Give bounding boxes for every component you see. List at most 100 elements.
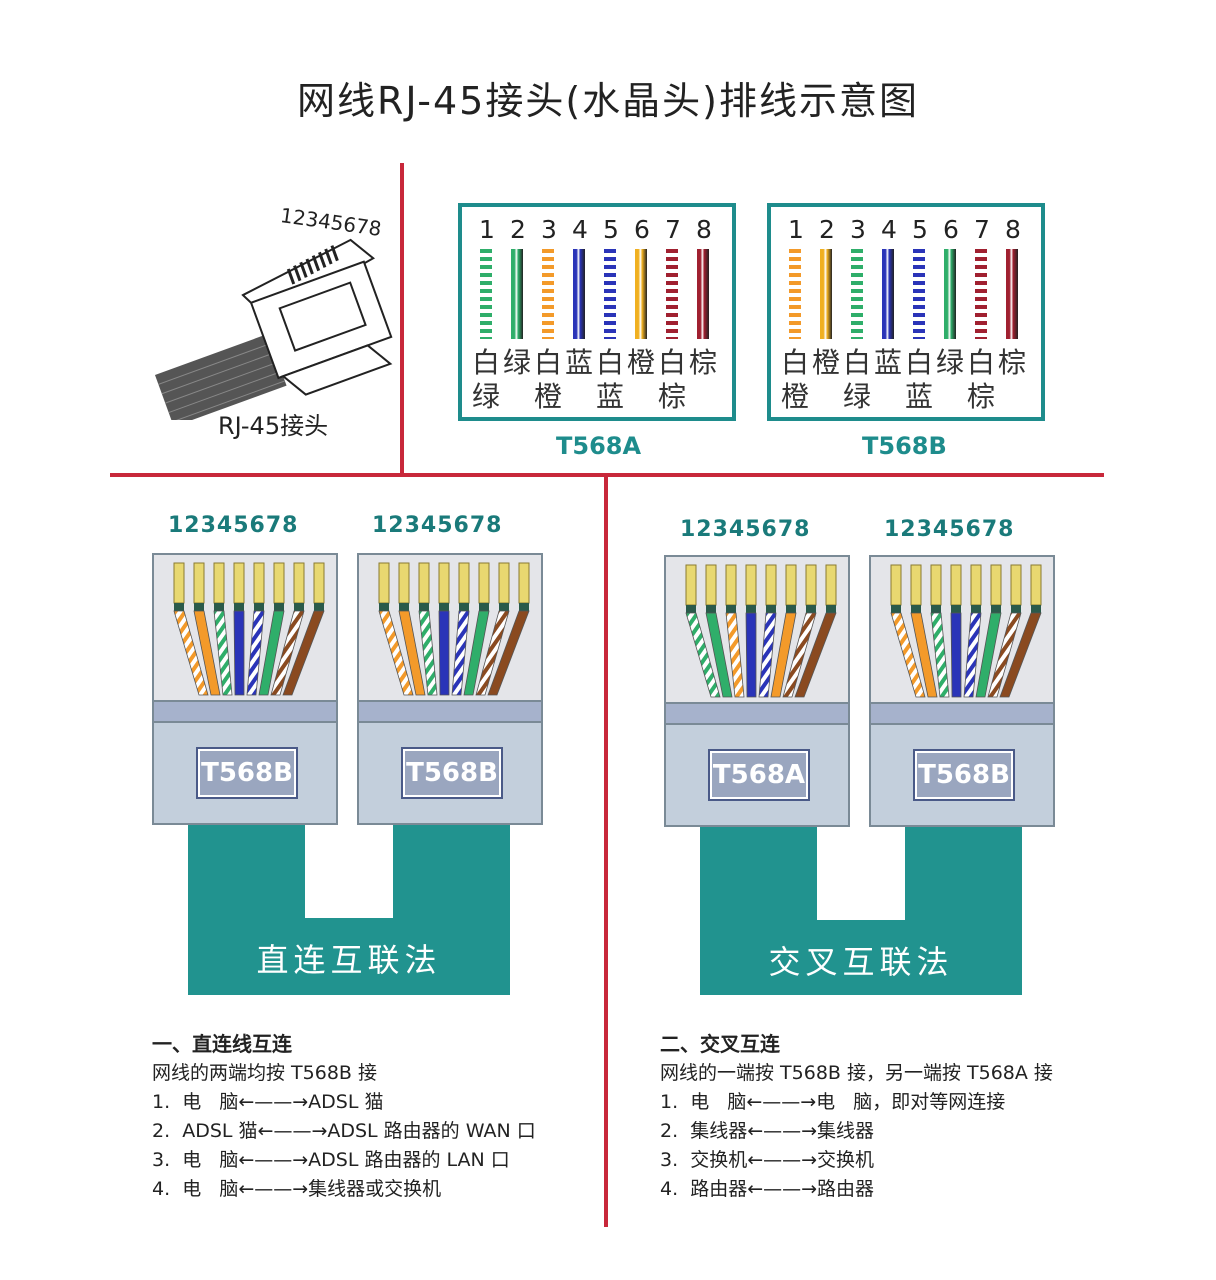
plug-contact-head — [869, 555, 1055, 704]
plug-wire — [463, 610, 490, 696]
gold-contact-icon — [193, 562, 205, 604]
t568b-pin-number: 7 — [974, 215, 990, 244]
list-item: 1. 电 脑←——→电 脑，即对等网连接 — [660, 1091, 1006, 1113]
plug-cross-right: T568B — [869, 555, 1055, 830]
plug-wire — [987, 612, 1022, 698]
t568a-wire — [635, 249, 647, 339]
t568b-pin-number: 4 — [881, 215, 897, 244]
gold-contact-icon — [233, 562, 245, 604]
plug-straight-left: T568B — [152, 553, 338, 828]
gold-contact-icon — [725, 564, 737, 606]
plug-wire — [193, 610, 221, 696]
gold-contact-icon — [805, 564, 817, 606]
notes-straight-heading: 一、直连线互连 — [152, 1032, 292, 1056]
plug-digits-straight-left: 12345678 — [168, 513, 299, 538]
list-item: 2. 集线器←——→集线器 — [660, 1120, 875, 1142]
t568b-pin-number: 1 — [788, 215, 804, 244]
notes-straight-subtitle: 网线的两端均按 T568B 接 — [152, 1062, 377, 1084]
plug-digits-straight-right: 12345678 — [372, 513, 503, 538]
t568a-pin-number: 6 — [634, 215, 650, 244]
t568b-color-label: 蓝 — [874, 346, 903, 379]
gold-contact-icon — [930, 564, 942, 606]
t568a-color-label: 橙 — [627, 346, 656, 379]
gold-contact-icon — [438, 562, 450, 604]
contact-band — [1031, 605, 1041, 613]
gold-contact-icon — [173, 562, 185, 604]
t568b-color-label-secondary: 蓝 — [905, 380, 934, 413]
t568b-color-label: 橙 — [812, 346, 841, 379]
t568b-pin-number: 3 — [850, 215, 866, 244]
gold-contact-icon — [418, 562, 430, 604]
plug-wire — [725, 612, 745, 698]
t568b-pin-number: 2 — [819, 215, 835, 244]
t568b-wire — [789, 249, 801, 339]
divider-vertical-top — [400, 163, 404, 473]
contact-band — [726, 605, 736, 613]
contact-band — [214, 603, 224, 611]
contact-band — [234, 603, 244, 611]
cable-straight-bottom — [188, 918, 510, 995]
gold-contact-icon — [1030, 564, 1042, 606]
plug-digits-cross-right: 12345678 — [884, 517, 1015, 542]
contact-band — [951, 605, 961, 613]
t568a-color-label-secondary: 橙 — [534, 380, 563, 413]
gold-contact-icon — [705, 564, 717, 606]
list-item: 3. 电 脑←——→ADSL 路由器的 LAN 口 — [152, 1149, 510, 1171]
gold-contact-icon — [293, 562, 305, 604]
t568a-color-label: 蓝 — [565, 346, 594, 379]
contact-band — [459, 603, 469, 611]
plug-contact-head — [664, 555, 850, 704]
plug-wire — [258, 610, 285, 696]
t568a-color-label: 绿 — [503, 346, 532, 379]
plug-wire — [950, 612, 962, 698]
plug-wire — [745, 612, 757, 698]
plug-wire — [890, 612, 926, 698]
t568a-color-label-secondary: 绿 — [472, 380, 501, 413]
t568b-wire — [975, 249, 987, 339]
divider-horizontal — [110, 473, 1104, 477]
gold-contact-icon — [458, 562, 470, 604]
contact-band — [686, 605, 696, 613]
plug-wire — [213, 610, 233, 696]
t568a-pin-number: 5 — [603, 215, 619, 244]
t568a-color-label: 白 — [596, 346, 625, 379]
t568b-pin-number: 5 — [912, 215, 928, 244]
t568b-pin-number: 8 — [1005, 215, 1021, 244]
t568a-color-label-secondary: 棕 — [658, 380, 687, 413]
plug-badge-straight-right: T568B — [401, 747, 503, 799]
contact-band — [274, 603, 284, 611]
t568a-pin-number: 2 — [510, 215, 526, 244]
t568a-pin-number: 1 — [479, 215, 495, 244]
connector-label: RJ-45接头 — [218, 412, 329, 440]
plug-wire — [378, 610, 414, 696]
plug-digits-cross-left: 12345678 — [680, 517, 811, 542]
plug-cross-left: T568A — [664, 555, 850, 830]
plug-wire — [270, 610, 305, 696]
gold-contact-icon — [518, 562, 530, 604]
plug-collar — [869, 702, 1055, 726]
plug-wire — [418, 610, 438, 696]
gold-contact-icon — [378, 562, 390, 604]
plug-contact-head — [152, 553, 338, 702]
t568b-color-label-secondary: 棕 — [967, 380, 996, 413]
contact-band — [314, 603, 324, 611]
gold-contact-icon — [890, 564, 902, 606]
t568b-color-label: 白 — [843, 346, 872, 379]
gold-contact-icon — [825, 564, 837, 606]
list-item: 1. 电 脑←——→ADSL 猫 — [152, 1091, 384, 1113]
t568a-pin-number: 8 — [696, 215, 712, 244]
plug-wire — [173, 610, 209, 696]
t568a-pin-number: 3 — [541, 215, 557, 244]
plug-wire — [758, 612, 777, 698]
t568a-color-label: 白 — [658, 346, 687, 379]
plug-body: T568A — [664, 723, 850, 827]
t568a-wire — [697, 249, 709, 339]
plug-wire — [233, 610, 245, 696]
list-item: 3. 交换机←——→交换机 — [660, 1149, 875, 1171]
contact-band — [806, 605, 816, 613]
gold-contact-icon — [313, 562, 325, 604]
plug-body: T568B — [152, 721, 338, 825]
t568b-color-label: 棕 — [998, 346, 1027, 379]
t568b-color-label-secondary: 绿 — [843, 380, 872, 413]
